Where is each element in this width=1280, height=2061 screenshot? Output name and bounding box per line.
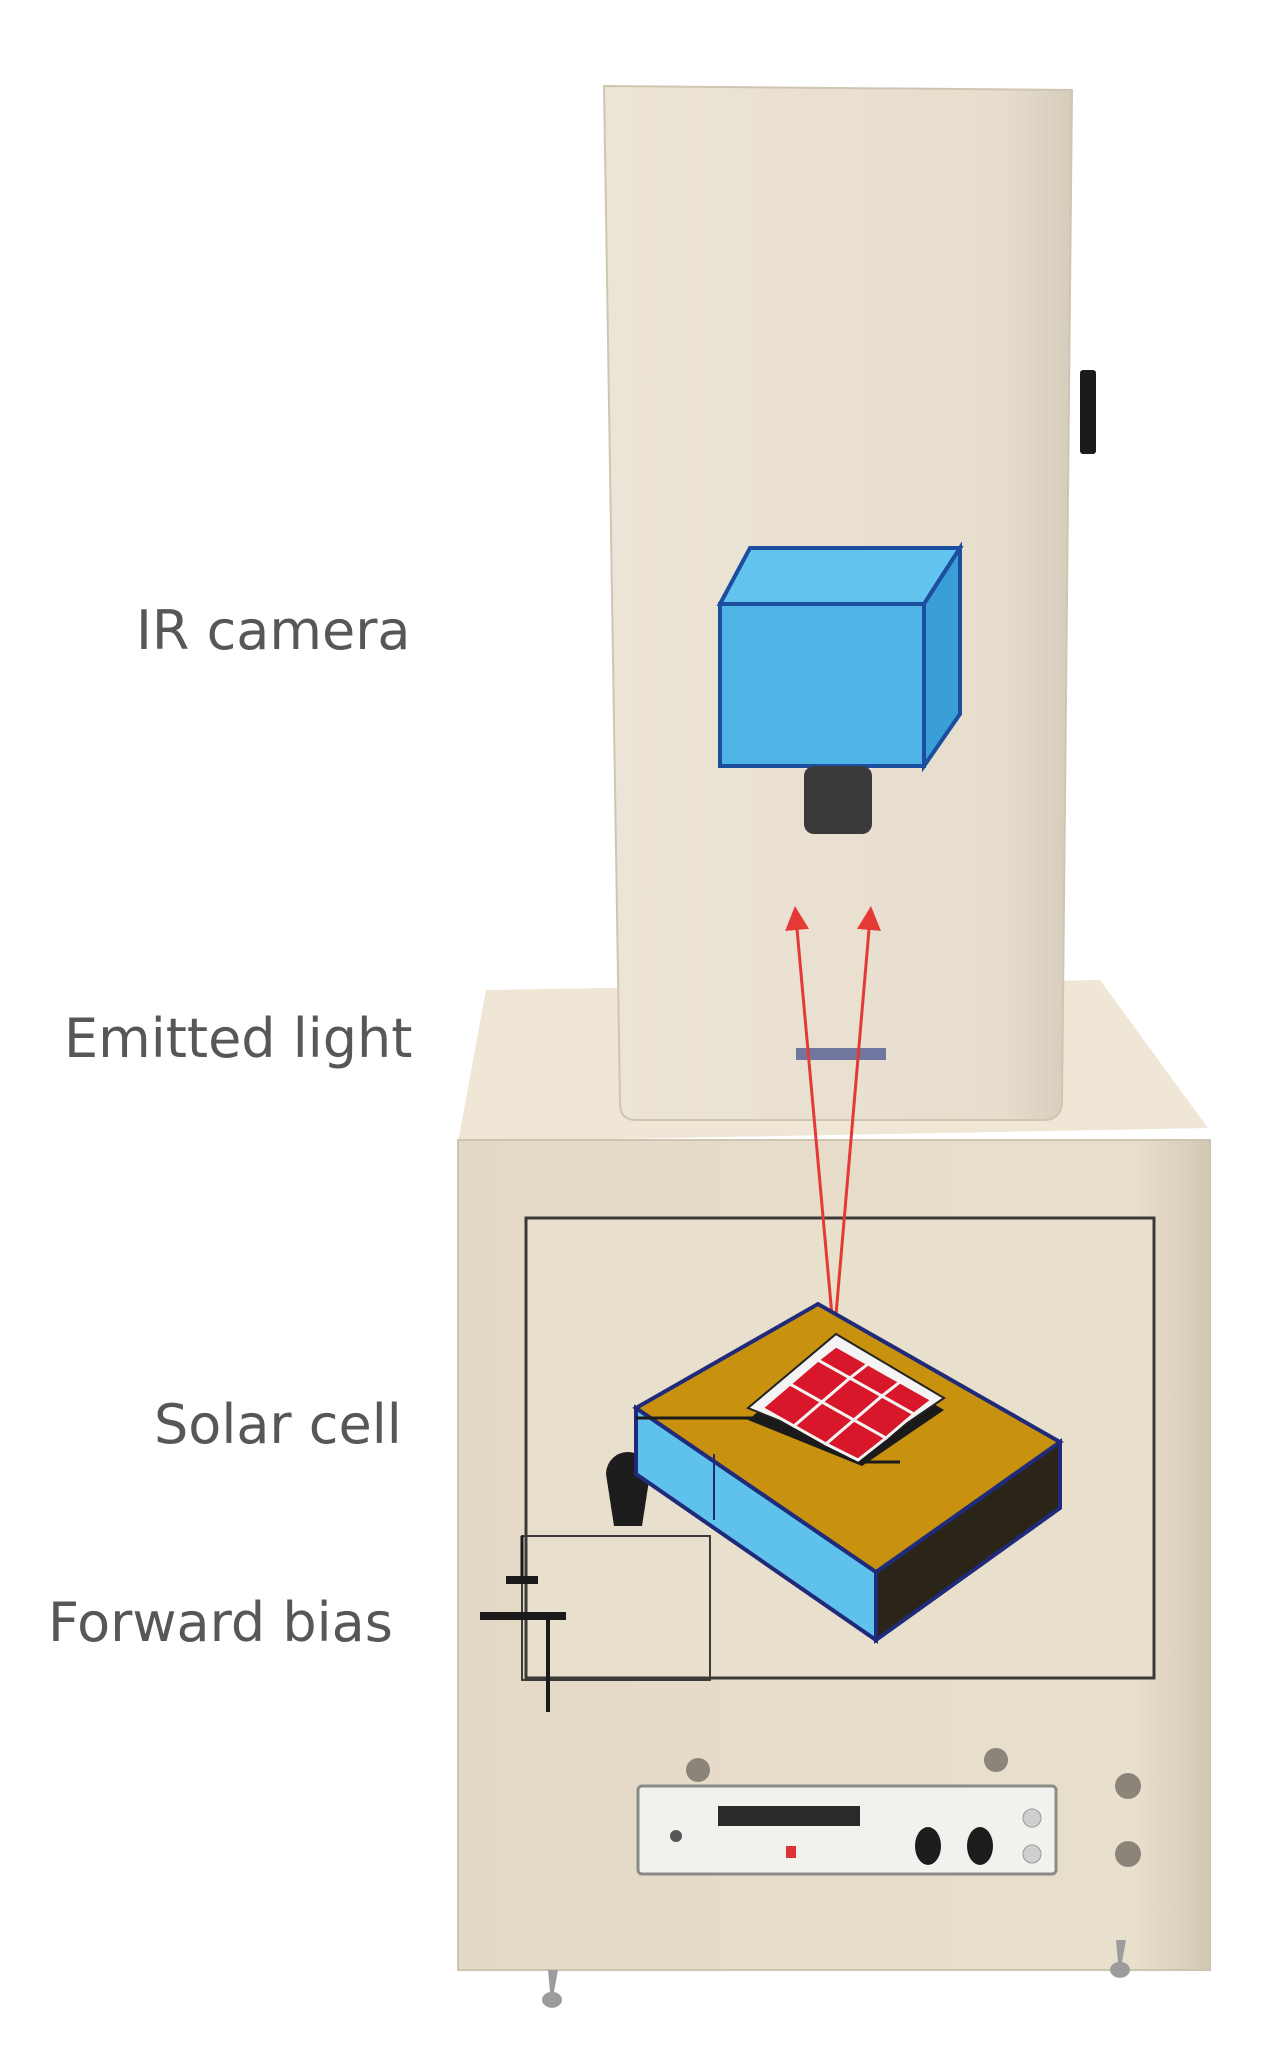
panel-knob-left-icon[interactable] xyxy=(915,1827,941,1865)
panel-display xyxy=(718,1806,860,1826)
light-ray-left xyxy=(785,906,836,1339)
battery-symbol-icon xyxy=(480,1536,566,1712)
foot-icon xyxy=(1110,1940,1131,1978)
panel-knob-right-icon[interactable] xyxy=(967,1827,993,1865)
side-button-icon[interactable] xyxy=(1115,1841,1141,1867)
forward-bias-label: Forward bias xyxy=(48,1591,393,1654)
wiring-loop xyxy=(521,1535,711,1681)
panel-terminal-icon xyxy=(1022,1808,1042,1828)
screw-icon xyxy=(686,1758,710,1782)
control-panel xyxy=(636,1784,1058,1876)
solar-cell-label: Solar cell xyxy=(154,1393,402,1456)
panel-terminal-icon xyxy=(1022,1844,1042,1864)
light-ray-right xyxy=(832,906,881,1339)
panel-indicator-icon xyxy=(670,1830,682,1842)
ir-camera-label: IR camera xyxy=(136,599,411,662)
emitted-light-rays xyxy=(785,906,881,1339)
foot-icon xyxy=(541,1970,562,2008)
emitted-light-label: Emitted light xyxy=(64,1007,413,1070)
screw-icon xyxy=(984,1748,1008,1772)
side-button-icon[interactable] xyxy=(1115,1773,1141,1799)
panel-switch-icon[interactable] xyxy=(786,1846,796,1858)
tower-badge xyxy=(796,1048,886,1060)
ir-camera-cube-icon xyxy=(716,541,964,834)
tower-latch-icon[interactable] xyxy=(1080,370,1096,454)
solar-cell-icon xyxy=(746,1332,946,1466)
camera-lens-icon xyxy=(804,766,872,834)
